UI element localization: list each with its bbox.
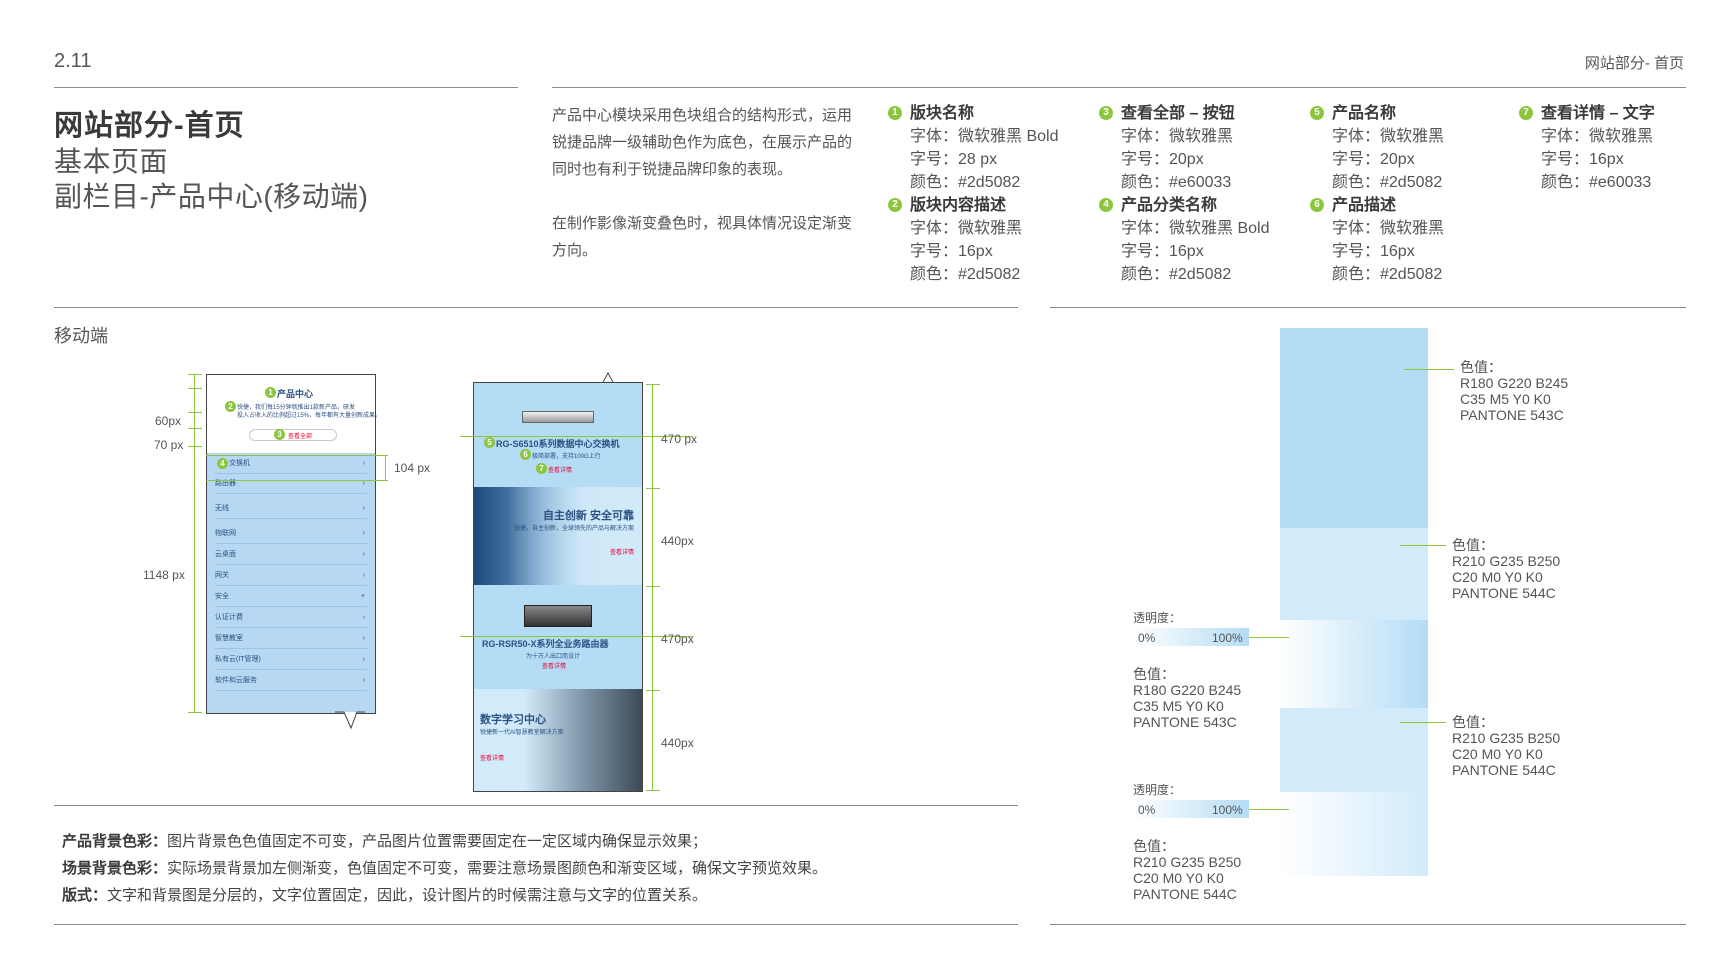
intro-paragraph: 在制作影像渐变叠色时，视具体情况设定渐变方向。 [552,215,853,259]
opacity-label: 透明度： [1133,611,1182,625]
list-item[interactable]: 安全+ [215,588,367,607]
phone-desc: 投入占收入的比例超过15%，每年都有大量创新成果。 [237,413,382,419]
note-line: 版式：文字和背景图是分层的，文字位置固定，因此，设计图片的时候需注意与文字的位置… [62,887,708,904]
divider [54,805,1018,806]
list-item[interactable]: 网关› [215,567,367,586]
page-subtitle: 基本页面 [54,146,169,177]
phone-mockup-products: 5 RG-S6510系列数据中心交换机 6 极简部署，支持100G上行 7 查看… [473,382,643,792]
opacity-min-label: 0% [1138,631,1156,645]
opacity-min-label: 0% [1138,803,1156,817]
view-details-link[interactable]: 查看详情 [480,756,505,762]
phone-mockup-menu: 1 产品中心 2 锐捷，我们每15分钟就推出1款新产品，研发 投入占收入的比例超… [206,374,381,714]
product-card: 5 RG-S6510系列数据中心交换机 6 极简部署，支持100G上行 7 查看… [474,383,642,487]
color-swatch-544c [1280,528,1428,620]
page-subtitle: 副栏目-产品中心(移动端) [54,181,369,212]
callout-5-icon: 5 [484,437,495,448]
divider [54,87,518,88]
product-desc: 为十万人出口而设计 [526,654,581,660]
dimension-line [460,436,692,437]
list-item[interactable]: 云桌面› [215,546,367,565]
dimension-label: 104 px [394,461,431,475]
list-item[interactable]: 物联网› [215,525,367,544]
list-item[interactable]: 无线› [215,500,367,519]
category-list: 4 交换机› 路由器› 无线› 物联网› 云桌面› 网关› 安全+ 认证计费› … [207,453,375,713]
phone-desc: 锐捷，我们每15分钟就推出1款新产品，研发 [237,405,356,411]
dimension-line [460,636,692,637]
scene-desc: 锐捷，自主创新，全球领先的产品与解决方案 [513,526,634,532]
opacity-max-label: 100% [1212,631,1243,645]
divider [1050,924,1686,925]
dimension-label: 440px [661,534,694,548]
gradient-swatch [1280,620,1428,708]
opacity-bar [1133,800,1249,818]
product-card: RG-RSR50-X系列全业务路由器 为十万人出口而设计 查看详情 [474,585,642,689]
section-label: 网站部分- 首页 [1584,55,1684,72]
dimension-line [206,480,388,481]
dimension-line [652,384,653,790]
callout-2-icon: 2 [225,401,236,412]
list-item[interactable]: 交换机› [215,455,367,474]
view-all-button[interactable]: 3 查看全部 [249,429,337,441]
divider [54,924,1018,925]
dimension-label: 70 px [154,438,184,452]
dimension-label: 470 px [661,432,698,446]
color-swatch-544c [1280,708,1428,792]
opacity-max-label: 100% [1212,803,1243,817]
list-item[interactable]: 软件和云服务› [215,672,367,691]
color-swatch-543c [1280,328,1428,528]
scene-title: 数字学习中心 [480,714,546,726]
product-name: RG-RSR50-X系列全业务路由器 [482,639,609,649]
dimension-line [194,374,195,712]
mobile-label: 移动端 [54,326,108,346]
note-line: 场景背景色彩：实际场景背景加左侧渐变，色值固定不可变，需要注意场景图颜色和渐变区… [62,860,828,877]
callout-3-icon: 3 [274,429,285,440]
view-details-link[interactable]: 查看详情 [548,468,573,474]
opacity-label: 透明度： [1133,783,1182,797]
gradient-swatch [1280,792,1428,876]
list-item[interactable]: 智慧教室› [215,630,367,649]
note-line: 产品背景色彩：图片背景色色值固定不可变，产品图片位置需要固定在一定区域内确保显示… [62,833,708,850]
divider [1050,307,1686,308]
list-item[interactable]: 路由器› [215,475,367,494]
switch-image [522,411,594,423]
view-details-link[interactable]: 查看详情 [542,664,567,670]
callout-7-icon: 7 [536,463,547,474]
list-item[interactable]: 私有云(IT管理)› [215,651,367,670]
opacity-bar [1133,628,1249,646]
dimension-label: 470px [661,632,694,646]
speech-tail-icon [335,711,365,730]
scene-title: 自主创新 安全可靠 [542,510,634,522]
view-details-link[interactable]: 查看详情 [609,550,634,556]
dimension-label: 1148 px [143,568,185,582]
divider [54,307,1018,308]
scene-card: 数字学习中心 锐捷新一代AI智慧教室解决方案 查看详情 [474,689,642,791]
page-number: 2.11 [54,50,92,72]
divider [552,87,1686,88]
page-title: 网站部分-首页 [54,110,245,142]
list-item[interactable]: 认证计费› [215,609,367,628]
product-name: RG-S6510系列数据中心交换机 [496,439,620,449]
intro-paragraph: 产品中心模块采用色块组合的结构形式，运用锐捷品牌一级辅助色作为底色，在展示产品的… [552,107,853,178]
scene-card: 自主创新 安全可靠 锐捷，自主创新，全球领先的产品与解决方案 查看详情 [474,487,642,585]
router-image [524,605,592,627]
phone-title: 产品中心 [277,389,314,399]
callout-4-icon: 4 [217,458,228,469]
product-desc: 极简部署，支持100G上行 [532,454,601,460]
callout-1-icon: 1 [265,387,276,398]
scene-desc: 锐捷新一代AI智慧教室解决方案 [480,730,564,736]
dimension-label: 440px [661,736,694,750]
dimension-label: 60px [155,414,182,428]
callout-6-icon: 6 [520,449,531,460]
